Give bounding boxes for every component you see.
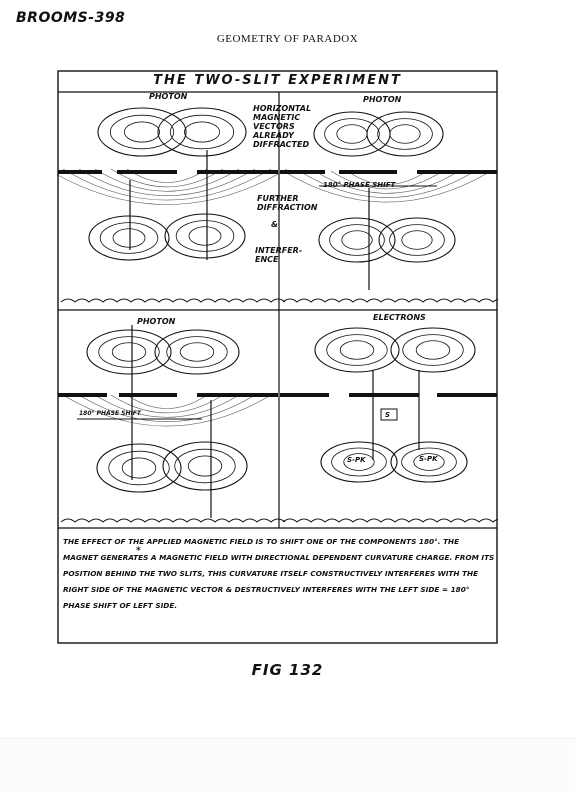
- bl-bottom-left-torus-middle: [108, 450, 170, 486]
- tl-bottom-right-torus-inner: [188, 226, 222, 246]
- br-left-lobe-label: S-PK: [347, 456, 366, 464]
- tr-wavefront-1: [330, 170, 444, 190]
- figure-number: FIG 132: [251, 661, 324, 679]
- bl-phase-shift-label: 180° PHASE SHIFT: [79, 410, 141, 417]
- tl-wavefront-0: [126, 168, 208, 183]
- tl-bottom-right-torus-middle: [175, 220, 235, 252]
- br-bottom-right-torus-outer: [390, 441, 468, 483]
- bl-top-right-torus-middle: [166, 336, 228, 368]
- tl-wavefront-5: [57, 168, 288, 205]
- br-right-lobe-label: S-PK: [419, 455, 438, 463]
- tl-bottom-left-torus-middle: [99, 222, 159, 254]
- figure-two-slit: THE TWO-SLIT EXPERIMENT PHOTON HORIZONTA…: [57, 70, 498, 644]
- tr-bottom-right-torus-outer: [378, 217, 456, 263]
- br-top-left-torus-inner: [339, 340, 375, 360]
- bl-bottom-left-torus-outer: [96, 443, 182, 493]
- br-screen-wave: [282, 518, 498, 523]
- tr-top-right-torus-outer: [366, 111, 444, 157]
- page-identifier: BROOMS-398: [16, 10, 126, 26]
- tl-bottom-left-torus-inner: [112, 228, 146, 248]
- scan-margin: [0, 738, 575, 792]
- tl-top-right-torus-outer: [157, 107, 247, 157]
- tr-bottom-left-torus-outer: [318, 217, 396, 263]
- br-bottom-right-torus-inner: [413, 453, 445, 471]
- tr-bottom-right-torus-inner: [401, 230, 433, 250]
- tr-wavefront-0: [346, 170, 428, 185]
- br-bottom-left-torus-middle: [331, 447, 387, 477]
- tr-bottom-left-torus-inner: [341, 230, 373, 250]
- bl-bottom-right-torus-outer: [162, 441, 248, 491]
- tr-photon-label: PHOTON: [363, 95, 402, 104]
- br-top-right-torus-inner: [415, 340, 451, 360]
- tr-wavefront-2: [314, 170, 460, 194]
- tl-wavefront-3: [78, 168, 256, 196]
- tl-bottom-right-torus-outer: [164, 213, 246, 259]
- tr-top-left-torus-middle: [324, 118, 380, 150]
- tr-wavefront-4: [282, 170, 492, 203]
- running-title: GEOMETRY OF PARADOX: [216, 33, 359, 45]
- br-magnet-symbol: S: [385, 411, 391, 419]
- bl-wavefront-2: [94, 394, 240, 418]
- tl-screen-wave: [60, 298, 286, 303]
- tl-wavefront-2: [94, 168, 240, 192]
- tl-wavefront-4: [62, 168, 272, 201]
- tr-top-right-torus-middle: [377, 118, 433, 150]
- bl-screen-wave: [60, 518, 286, 523]
- br-top-left-torus-middle: [326, 334, 388, 366]
- caption-asterisk: *: [136, 546, 141, 556]
- tr-phase-shift-label: 180° PHASE SHIFT: [323, 181, 396, 189]
- bl-bottom-right-torus-inner: [187, 455, 223, 477]
- tl-top-left-torus-outer: [97, 107, 187, 157]
- br-electrons-label: ELECTRONS: [373, 313, 426, 322]
- tr-wavefront-3: [298, 170, 476, 198]
- br-bottom-left-torus-outer: [320, 441, 398, 483]
- figure-frame: [57, 70, 498, 644]
- bl-top-right-torus-outer: [154, 329, 240, 375]
- tr-screen-wave: [282, 298, 498, 303]
- tl-top-right-torus-middle: [169, 114, 235, 150]
- tl-photon-label: PHOTON: [149, 92, 188, 101]
- tl-top-left-torus-middle: [109, 114, 175, 150]
- bl-wavefront-4: [62, 394, 272, 427]
- bl-bottom-right-torus-middle: [174, 448, 236, 484]
- figure-title: THE TWO-SLIT EXPERIMENT: [153, 73, 402, 88]
- tr-bottom-left-torus-middle: [329, 224, 385, 256]
- tr-top-right-torus-inner: [389, 124, 421, 144]
- bl-top-left-torus-outer: [86, 329, 172, 375]
- bl-top-left-torus-middle: [98, 336, 160, 368]
- bl-top-right-torus-inner: [179, 342, 215, 362]
- tl-interference-note: INTERFER- ENCE: [255, 246, 303, 264]
- br-bottom-left-torus-inner: [343, 453, 375, 471]
- tl-bottom-left-torus-outer: [88, 215, 170, 261]
- bl-photon-label: PHOTON: [137, 317, 176, 326]
- tl-magnetic-note: HORIZONTAL MAGNETIC VECTORS ALREADY DIFF…: [253, 104, 312, 149]
- bl-bottom-left-torus-inner: [121, 457, 157, 479]
- tl-top-left-torus-inner: [124, 121, 161, 143]
- bl-wavefront-0: [126, 394, 208, 409]
- tl-top-right-torus-inner: [184, 121, 221, 143]
- br-magnet-box: [380, 408, 398, 421]
- tr-bottom-right-torus-middle: [389, 224, 445, 256]
- tl-and-note: &: [271, 220, 278, 229]
- figure-caption: THE EFFECT OF THE APPLIED MAGNETIC FIELD…: [63, 537, 495, 610]
- figure-drawing: [57, 70, 498, 644]
- br-top-right-torus-middle: [402, 334, 464, 366]
- br-bottom-right-torus-middle: [401, 447, 457, 477]
- br-top-right-torus-outer: [390, 327, 476, 373]
- bl-wavefront-3: [78, 394, 256, 422]
- tl-diffraction-note: FURTHER DIFFRACTION: [257, 194, 318, 212]
- tl-wavefront-1: [110, 168, 224, 188]
- bl-top-left-torus-inner: [111, 342, 147, 362]
- tr-top-left-torus-inner: [336, 124, 368, 144]
- br-top-left-torus-outer: [314, 327, 400, 373]
